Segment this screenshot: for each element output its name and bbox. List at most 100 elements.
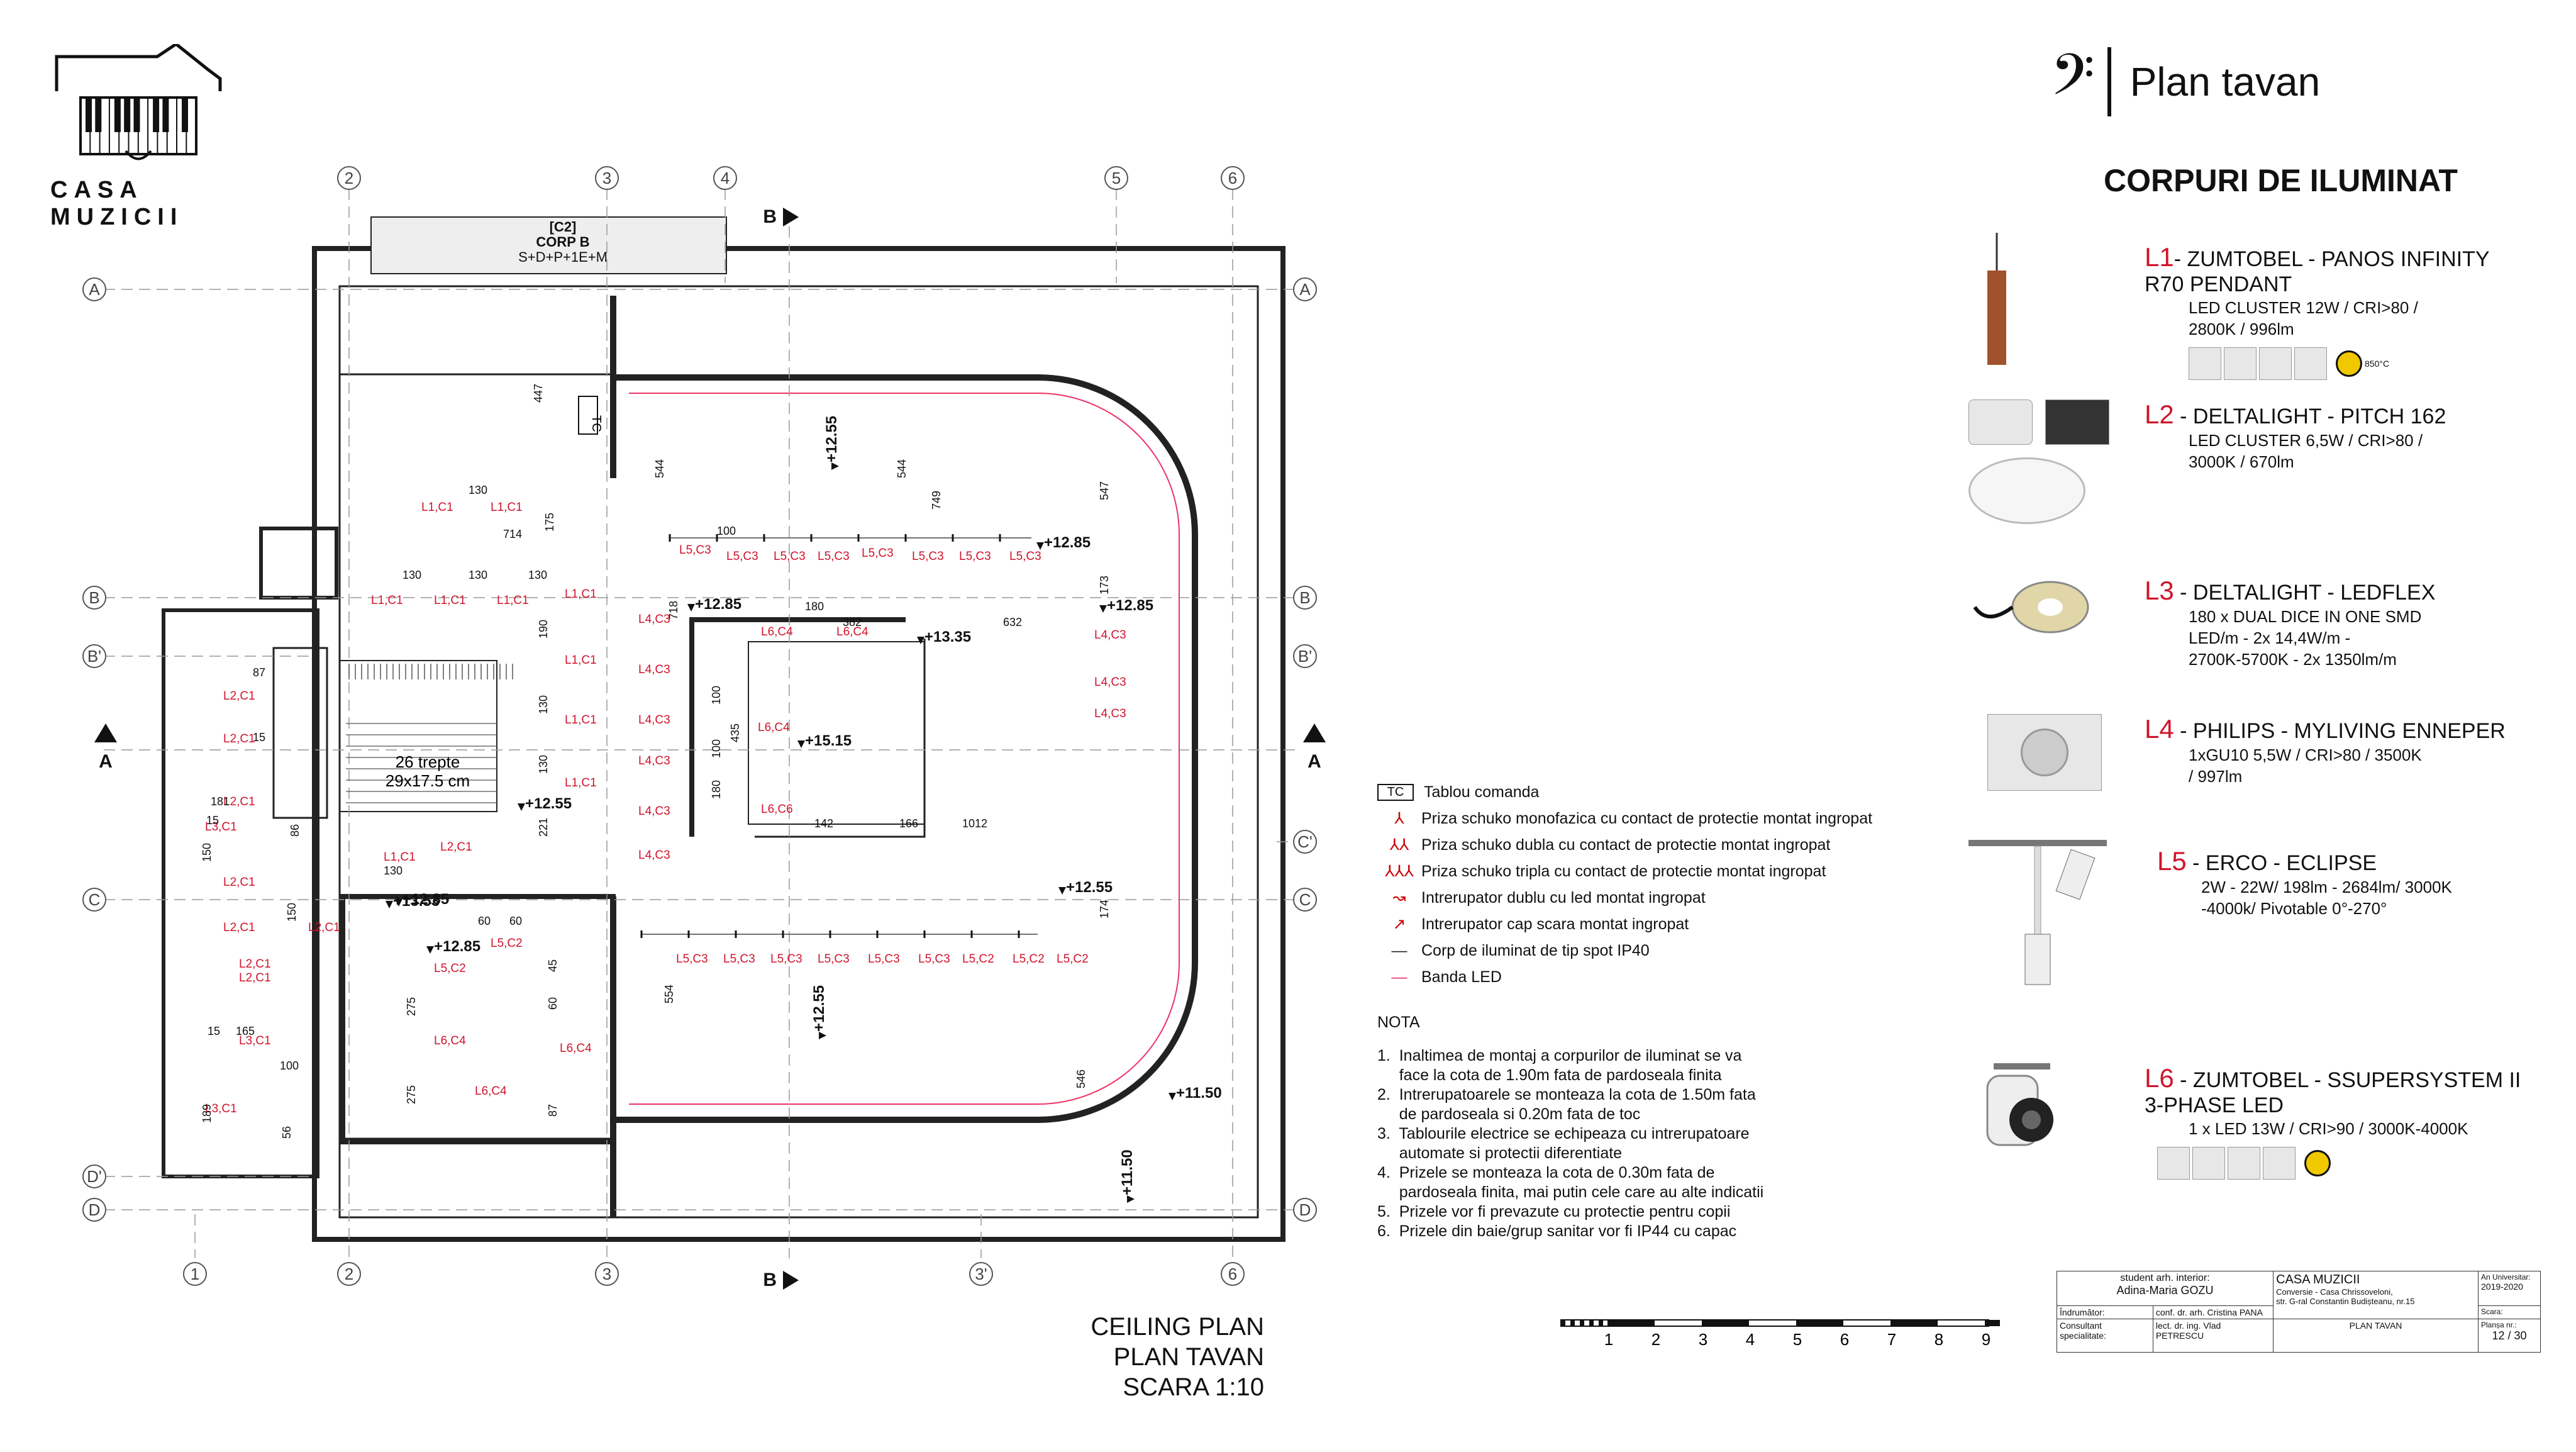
scale-tick-label: 2 [1652,1330,1660,1349]
dimension-label: 1012 [962,817,987,830]
fixture-spec-line: LED CLUSTER 12W / CRI>80 / [2189,298,2418,317]
notes: NOTA 1. Inaltimea de montaj a corpurilor… [1377,1013,1763,1241]
axis-label: 6 [1228,1265,1237,1283]
dimension-label: 189 [201,1104,213,1123]
axis-label: 3 [602,1265,611,1283]
fixture-tag: L5,C3 [912,550,944,563]
project-name: CASA MUZICII [2276,1273,2360,1287]
axis-label: 5 [1112,169,1121,187]
legend-row: ⅄Priza schuko monofazica cu contact de p… [1377,805,1943,832]
fixture-title: - ZUMTOBEL - SSUPERSYSTEM II [2174,1068,2521,1092]
axis-label: 3' [975,1265,987,1283]
level-marker: +12.85 [426,938,480,955]
fixture-title: - ZUMTOBEL - PANOS INFINITY [2174,247,2490,271]
beam-angle-icons: 850°C [2189,347,2572,380]
dimension-label: 86 [289,824,301,837]
fixture-spec: 1 x LED 13W / CRI>90 / 3000K-4000K [2189,1118,2572,1139]
level-label: +12.85 [434,938,480,955]
level-label: +12.85 [1044,534,1091,551]
axis-bubble: 3' [969,1262,993,1286]
fixture-tag: L5,C3 [679,544,711,557]
fixture-tag: L5,C2 [491,937,523,950]
fixture-tag: L1,C1 [384,851,416,864]
caption-line-3: SCARA 1:10 [1123,1373,1264,1401]
axis-label: C [89,890,101,909]
axis-bubble: B [82,586,106,610]
level-marker: +13.53 [386,893,440,910]
scale-bar: 12345678910 [1560,1315,2042,1353]
axis-label: D [1299,1200,1311,1219]
dimension-label: 173 [1098,576,1111,595]
note-line: automate si protectii diferentiate [1377,1144,1623,1162]
dimension-label: 714 [503,528,522,540]
dimension-label: 100 [710,739,723,758]
fixture-tag: L5,C3 [723,952,755,966]
legend-row: ↗Intrerupator cap scara montat ingropat [1377,911,1943,937]
fixture-title: - DELTALIGHT - LEDFLEX [2174,581,2436,605]
axis-label: 6 [1228,169,1237,187]
dimension-label: 175 [543,513,556,532]
bass-clef-icon: 𝄢 [2050,42,2095,122]
corp-b-label: CORP B [536,234,589,250]
axis-bubble: A [1293,277,1317,301]
legend-row: ↝Intrerupator dublu cu led montat ingrop… [1377,885,1943,911]
fixture-tag: L2,C1 [223,690,255,703]
dimension-label: 130 [537,755,550,774]
fixture-tag: L3,C1 [239,1034,271,1047]
dimension-label: 544 [653,459,666,478]
fixture-tag: L1,C1 [421,501,453,514]
axis-label: C' [1297,832,1313,851]
dimension-label: 718 [667,601,680,620]
fixture-spec-line: 1xGU10 5,5W / CRI>80 / 3500K [2189,746,2422,764]
fixture-tag: L3,C1 [205,820,237,834]
axis-bubble: D' [82,1164,106,1188]
level-label: +12.55 [525,795,572,812]
axis-label: A [1299,280,1311,299]
level-marker: +12.85 [395,891,449,908]
level-label: +11.50 [1119,1149,1136,1195]
axis-bubble: 2 [337,1262,361,1286]
level-label: +12.55 [811,985,828,1032]
scale-tick-label: 3 [1699,1330,1707,1349]
dimension-label: 15 [208,1025,220,1037]
scale-tick-label: 8 [1935,1330,1943,1349]
scale-bar-svg: 12345678910 [1560,1319,2042,1349]
level-marker: +12.55 [823,416,840,470]
fixture-tag: L2,C1 [308,921,340,934]
dimension-label: 382 [843,616,862,628]
dimension-label: 547 [1098,481,1111,500]
dimension-label: 100 [710,686,723,705]
dimension-label: 749 [930,491,943,510]
legend-label: Priza schuko dubla cu contact de protect… [1421,835,1831,854]
fixture-tag: L4,C3 [638,754,670,768]
page-title: Plan tavan [2129,59,2321,104]
note-line: 5. Prizele vor fi prevazute cu protectie… [1377,1203,1731,1220]
scale-tick-label: 7 [1887,1330,1896,1349]
fixture-spec-line: 2700K-5700K - 2x 1350lm/m [2189,650,2397,669]
fixture-name: L1- ZUMTOBEL - PANOS INFINITY [2145,242,2572,272]
fixture-name: L6 - ZUMTOBEL - SSUPERSYSTEM II [2145,1063,2572,1093]
dimension-label: 130 [384,864,402,877]
fixture-tag: L2,C1 [223,921,255,934]
dimension-label: 100 [280,1059,299,1072]
dimension-label: 435 [729,723,741,742]
tc-label: TC [589,415,603,432]
fixture-spec-line: 3000K / 670lm [2189,452,2294,471]
level-label: +13.35 [924,628,971,645]
axis-bubble: D [82,1198,106,1222]
student-label: student arh. interior: [2120,1273,2210,1283]
dimension-label: 130 [469,569,487,581]
dimension-label: 15 [206,814,219,827]
logo-text: CASA MUZICII [50,177,184,230]
notes-title: NOTA [1377,1014,1420,1031]
dimension-label: 45 [547,959,559,972]
fixture-tag: L6,C4 [560,1042,592,1055]
note-line: 1. Inaltimea de montaj a corpurilor de i… [1377,1047,1742,1064]
fixture-tag: L6,C4 [758,721,790,734]
fixture-name: L3 - DELTALIGHT - LEDFLEX [2145,576,2572,606]
